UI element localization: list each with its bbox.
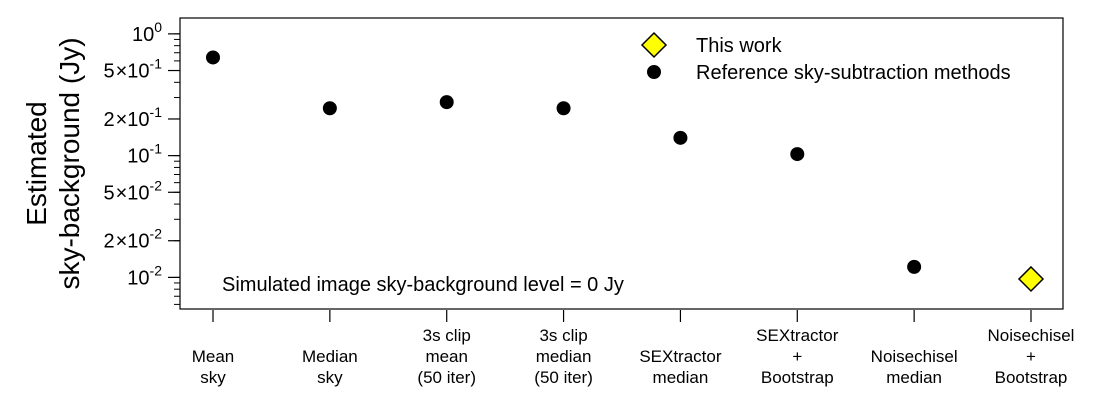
- y-tick-label: 5×10-1: [103, 56, 162, 83]
- data-point-circle: [673, 130, 688, 145]
- x-tick-label: Bootstrap: [761, 368, 834, 387]
- y-tick-label: 5×10-2: [103, 177, 162, 204]
- x-tick-label: +: [1026, 347, 1036, 366]
- data-point-circle: [556, 101, 571, 116]
- data-point-circle: [439, 95, 454, 110]
- y-tick-label: 2×10-1: [103, 104, 162, 131]
- y-tick-label: 10-2: [127, 262, 162, 289]
- y-tick-label: 100: [132, 19, 162, 46]
- x-tick-label: Bootstrap: [995, 368, 1068, 387]
- data-point-circle: [790, 147, 805, 162]
- data-points: [206, 50, 1045, 293]
- x-tick-label: (50 iter): [417, 368, 476, 387]
- x-tick-label: median: [886, 368, 942, 387]
- x-tick-label: SEXtractor: [639, 347, 722, 366]
- plot-frame: [179, 17, 1064, 310]
- x-tick-label: median: [536, 347, 592, 366]
- x-tick-label: (50 iter): [534, 368, 593, 387]
- y-tick-label: 10-1: [127, 141, 162, 168]
- x-tick-label: SEXtractor: [756, 326, 839, 345]
- data-point-diamond: [1017, 265, 1045, 293]
- x-tick-label: 3s clip: [423, 326, 471, 345]
- x-tick-label: 3s clip: [539, 326, 587, 345]
- chart-annotation: Simulated image sky-background level = 0…: [222, 274, 624, 296]
- legend-label: This work: [696, 35, 783, 57]
- x-tick-label: Noisechisel: [871, 347, 958, 366]
- x-tick-label: +: [792, 347, 802, 366]
- legend-label: Reference sky-subtraction methods: [696, 62, 1011, 84]
- data-point-circle: [907, 259, 922, 274]
- x-axis: Mean sky Median sky 3s clip mean (50 iter) 3s c…: [192, 310, 1075, 387]
- x-tick-label: Noisechisel: [988, 326, 1075, 345]
- x-tick-label: Median: [302, 347, 358, 366]
- y-axis-label-line: Estimated: [21, 101, 52, 226]
- y-tick-label: 2×10-2: [103, 226, 162, 253]
- data-point-circle: [322, 101, 337, 116]
- legend-marker-circle: [647, 65, 661, 79]
- x-tick-label: Mean: [192, 347, 235, 366]
- x-tick-label: median: [653, 368, 709, 387]
- x-tick-label: mean: [425, 347, 468, 366]
- data-point-circle: [206, 50, 220, 65]
- x-tick-label: sky: [200, 368, 226, 387]
- x-tick-label: sky: [317, 368, 343, 387]
- y-axis: 100 5×10-1 2×10-1 10-1 5×10-2 2×10-2 10-2: [103, 19, 180, 305]
- y-axis-label-line: sky-background (Jy): [54, 37, 85, 289]
- legend-marker-diamond: [640, 31, 668, 59]
